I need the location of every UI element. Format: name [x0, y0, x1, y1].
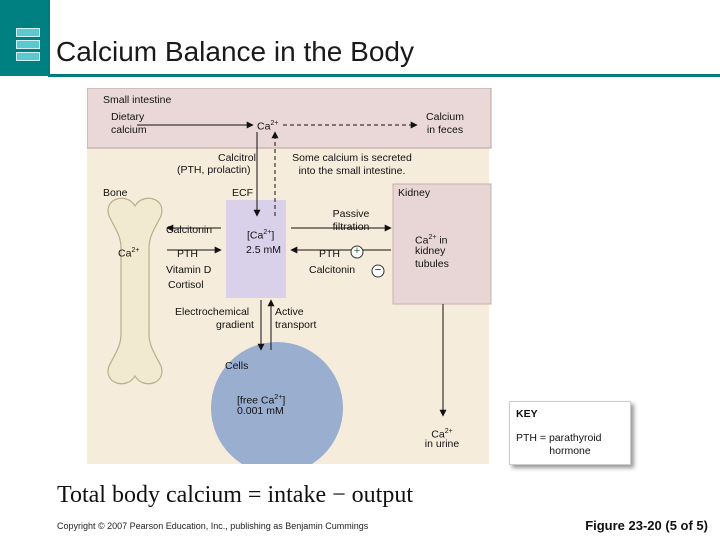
minus-sign: −: [374, 264, 382, 276]
label-pth-kidney: PTH: [319, 248, 340, 260]
label-pth-bone: PTH: [177, 248, 198, 260]
label-in-feces: in feces: [426, 124, 464, 136]
label-transport: transport: [275, 319, 317, 331]
kidney-box: [392, 183, 492, 305]
plus-circle: [350, 245, 364, 259]
label-cortisol: Cortisol: [168, 279, 204, 291]
slide-title: Calcium Balance in the Body: [56, 36, 414, 67]
slide-menu-icon: [0, 0, 48, 76]
label-cells: Cells: [225, 360, 249, 372]
label-calcitonin-kidney: Calcitonin: [309, 264, 356, 276]
label-ca-bone: Ca2+: [118, 247, 140, 260]
header-rule: [48, 74, 720, 77]
key-line-1: PTH = parathyroid: [516, 432, 602, 444]
label-calcitrol: Calcitrol: [218, 152, 256, 164]
label-gradient: gradient: [216, 319, 254, 331]
label-dietary: Dietary: [111, 111, 145, 123]
label-tubules: tubules: [415, 258, 449, 270]
copyright-notice: Copyright © 2007 Pearson Education, Inc.…: [57, 521, 369, 531]
label-calcitrol-hormones: (PTH, prolactin): [177, 164, 251, 176]
label-ca-kidney: Ca2+ in: [415, 234, 448, 247]
cell-circle: [211, 342, 343, 464]
total-calcium-equation: Total body calcium = intake − output: [57, 482, 413, 508]
label-passive: Passive: [332, 208, 370, 220]
key-line-2: hormone: [549, 445, 591, 457]
plus-sign: +: [353, 245, 361, 257]
label-filtration: filtration: [332, 221, 370, 233]
label-ecf-concentration: 2.5 mM: [246, 244, 282, 256]
bone-shape: [107, 197, 163, 385]
label-calcium: Calcium: [426, 111, 464, 123]
label-vitamin-d: Vitamin D: [166, 264, 212, 276]
label-kidney-word: kidney: [415, 245, 446, 257]
label-electrochemical: Electrochemical: [175, 306, 250, 318]
key-box: KEY PTH = parathyroid hormone: [509, 401, 631, 465]
label-kidney: Kidney: [398, 187, 431, 199]
label-free-ca: [free Ca2+]: [237, 394, 286, 407]
label-secreted-2: into the small intestine.: [298, 165, 406, 177]
figure-label: Figure 23-20 (5 of 5): [585, 518, 708, 533]
label-bone: Bone: [103, 187, 128, 199]
label-small-intestine: Small intestine: [103, 94, 172, 106]
label-secreted: Some calcium is secreted: [292, 152, 412, 164]
minus-circle: [371, 264, 385, 278]
label-ca-intestine: Ca2+: [257, 120, 279, 133]
label-cell-concentration: 0.001 mM: [237, 405, 284, 417]
header-background: [50, 0, 720, 76]
label-ca-ecf: [Ca2+]: [247, 229, 275, 242]
label-in-urine: in urine: [424, 438, 460, 450]
label-dietary-calcium: calcium: [111, 124, 147, 136]
label-active: Active: [275, 306, 304, 318]
label-calcitonin-bone: Calcitonin: [166, 224, 213, 236]
diagram-graphics: [87, 88, 492, 464]
key-heading: KEY: [516, 408, 538, 420]
label-ca-urine: Ca2+: [431, 428, 453, 441]
small-intestine-band: [87, 88, 492, 149]
label-ecf: ECF: [232, 187, 253, 199]
calcium-balance-diagram: Small intestine Dietary calcium Ca2+ Cal…: [87, 88, 631, 464]
